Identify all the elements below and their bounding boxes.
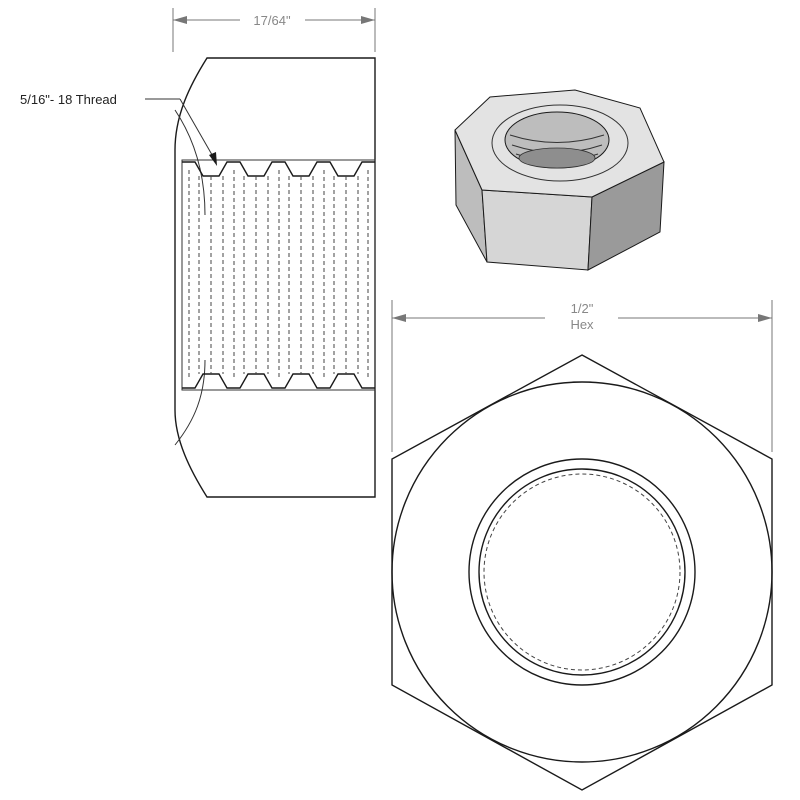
thread-callout: 5/16"- 18 Thread bbox=[20, 92, 217, 166]
bore-outer-circle bbox=[468, 458, 696, 686]
chamfer-circle bbox=[391, 381, 773, 763]
thickness-label: 17/64" bbox=[253, 13, 291, 28]
thread-crests-bottom bbox=[182, 373, 375, 389]
bore-thread-circle bbox=[478, 468, 686, 676]
hex-size-dimension: 1/2" Hex bbox=[391, 300, 773, 452]
thread-hidden-lines bbox=[188, 170, 369, 380]
thickness-dimension: 17/64" bbox=[172, 8, 376, 52]
isometric-view bbox=[454, 89, 665, 271]
iso-front-face bbox=[481, 189, 593, 271]
hex-size-label: 1/2" bbox=[571, 301, 594, 316]
thread-crests-top bbox=[182, 161, 375, 177]
front-view bbox=[391, 354, 773, 791]
bore-inner-hidden-circle bbox=[483, 473, 681, 671]
hex-word-label: Hex bbox=[570, 317, 594, 332]
hex-outline bbox=[391, 354, 773, 791]
thread-label: 5/16"- 18 Thread bbox=[20, 92, 117, 107]
side-view bbox=[174, 57, 376, 498]
